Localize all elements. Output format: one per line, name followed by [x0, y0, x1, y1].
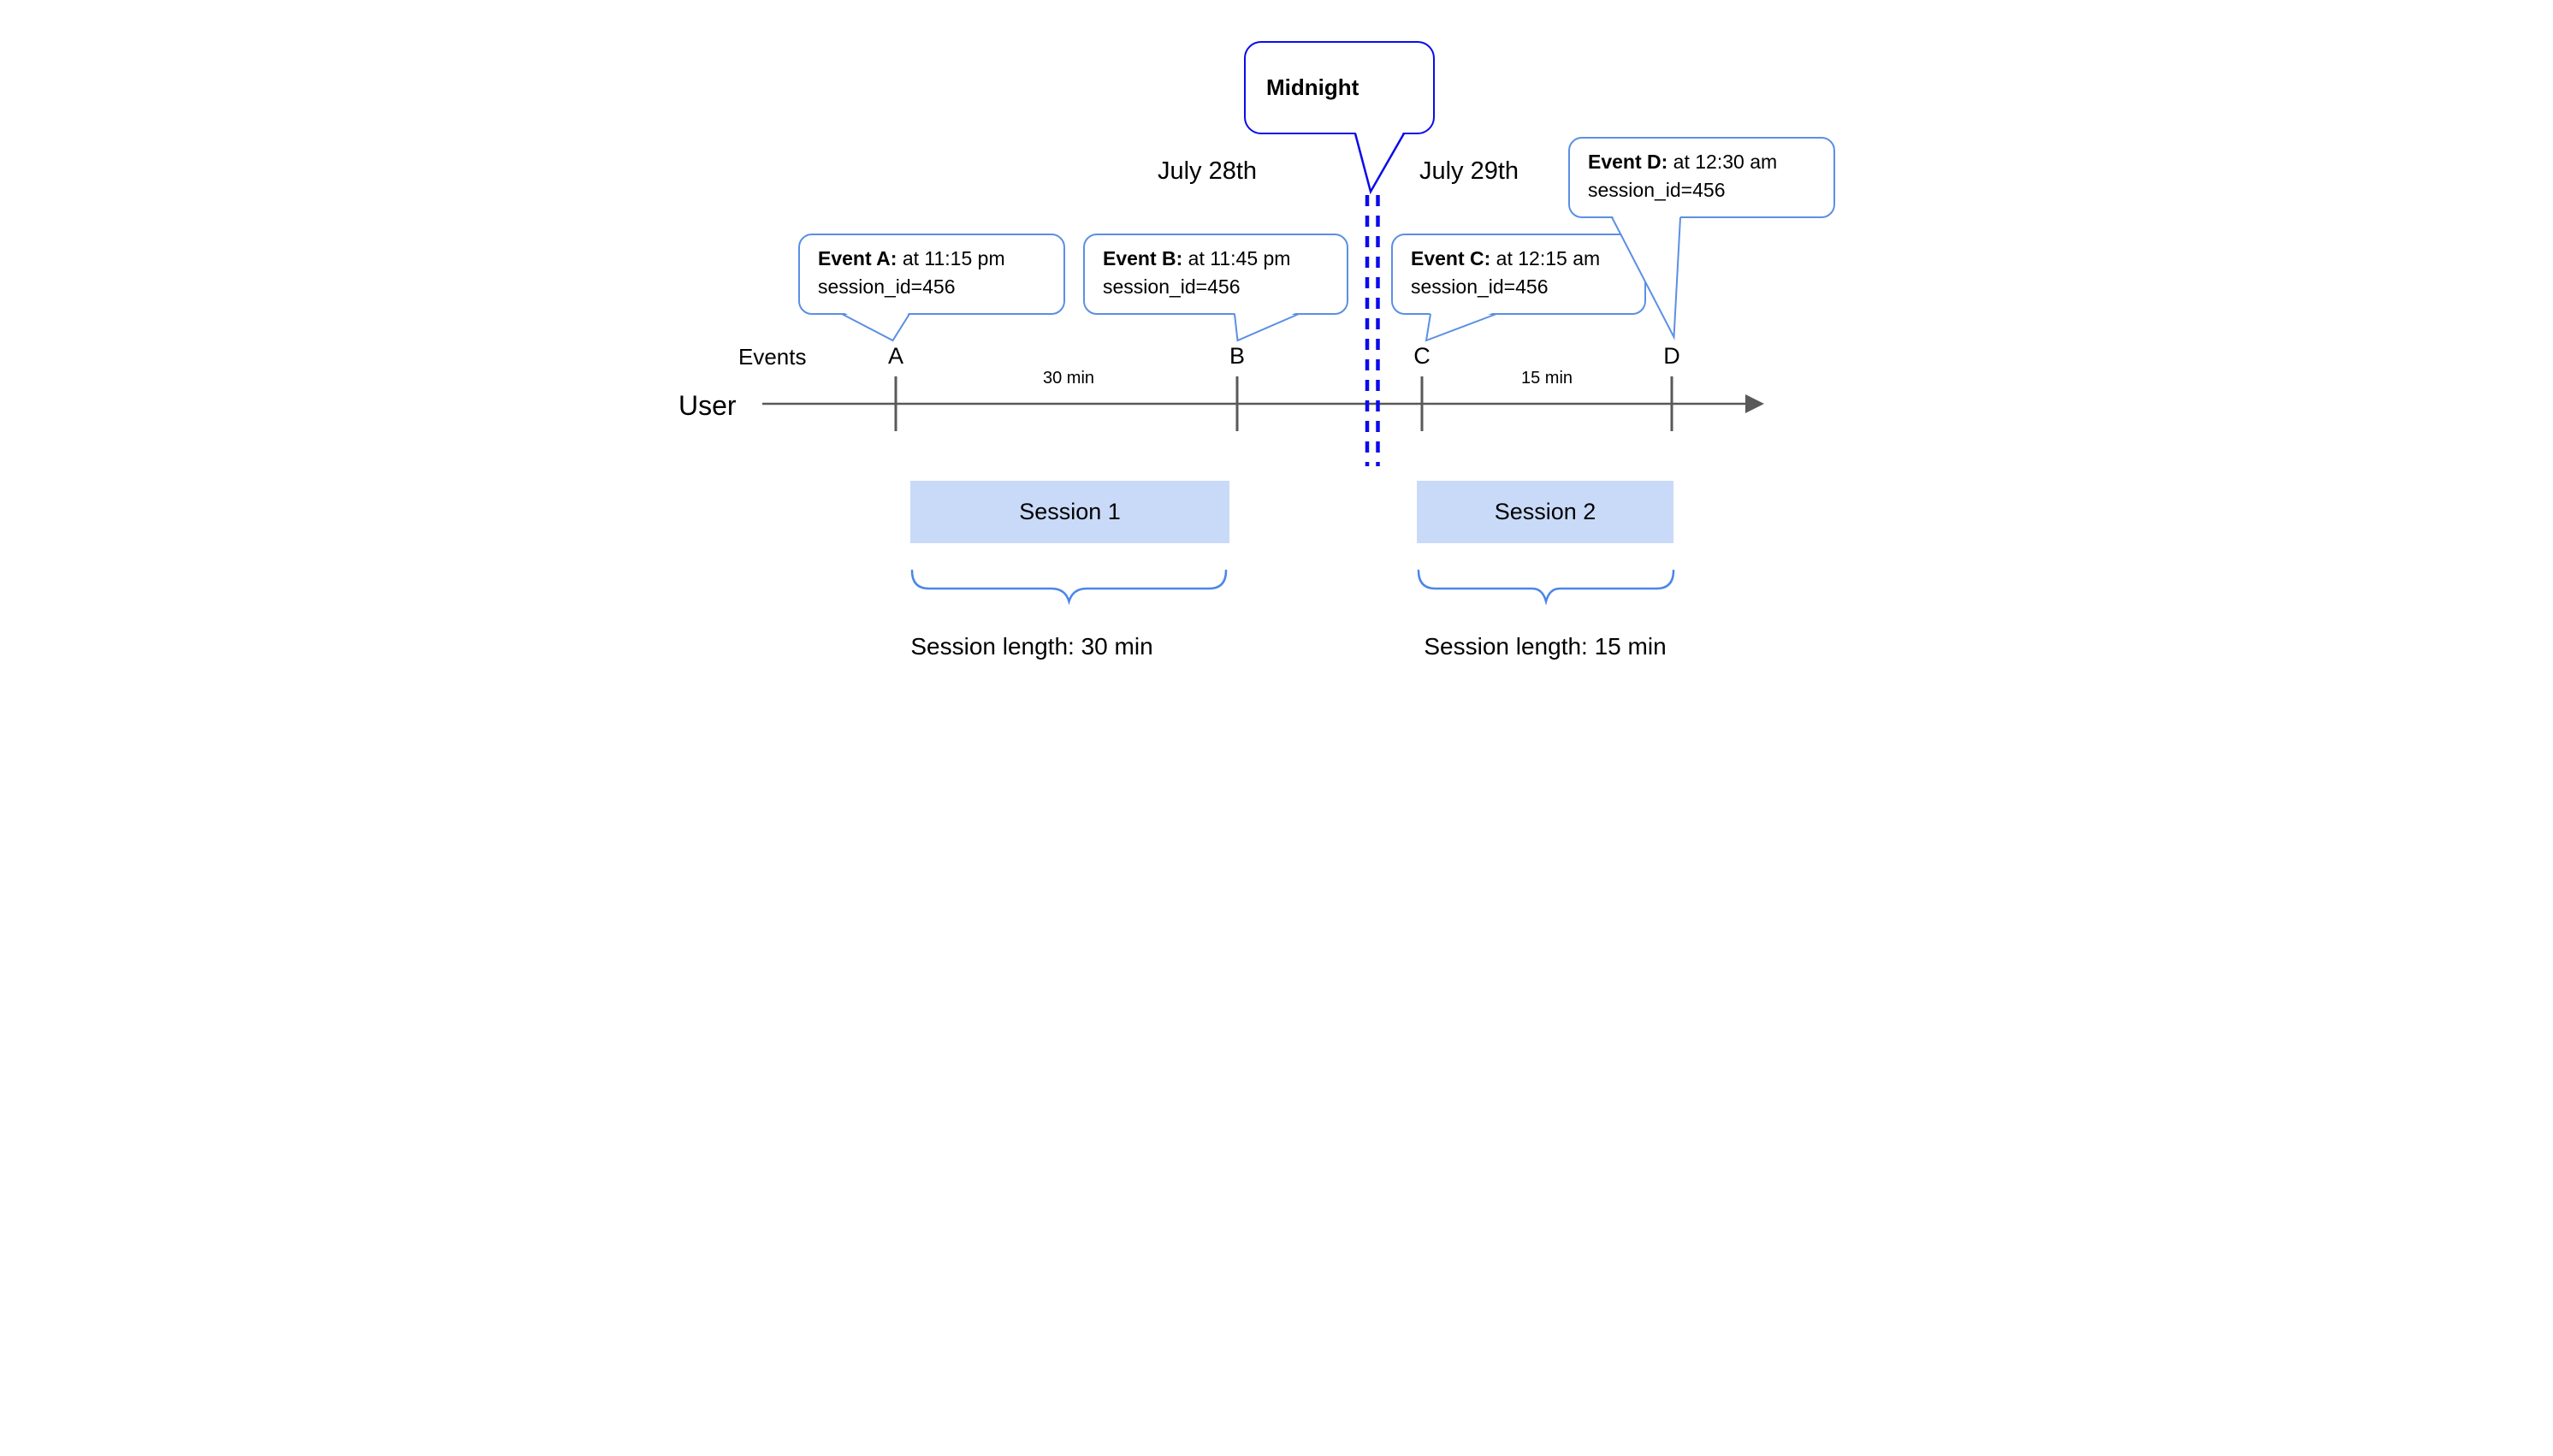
event-a-time: at 11:15 pm — [897, 247, 1005, 269]
session-1-label: Session 1 — [1019, 499, 1121, 524]
sessionization-diagram: July 28th July 29th Midnight Event A: at… — [638, 0, 1915, 728]
event-a-title: Event A: — [818, 247, 897, 269]
session-2-label: Session 2 — [1494, 499, 1596, 524]
event-b-session: session_id=456 — [1103, 275, 1241, 298]
event-d-line1: Event D: at 12:30 am — [1588, 148, 1833, 176]
event-a-line1: Event A: at 11:15 pm — [818, 245, 1063, 273]
event-c-tail-fill — [1426, 311, 1496, 340]
event-c-callout: Event C: at 12:15 am session_id=456 — [1391, 234, 1646, 315]
session-1-box: Session 1 — [910, 481, 1229, 543]
event-a-callout-tail — [841, 313, 910, 342]
tick-label-c: C — [1413, 343, 1431, 369]
tick-label-a: A — [887, 343, 903, 369]
session-2-box: Session 2 — [1417, 481, 1673, 543]
event-b-line1: Event B: at 11:45 pm — [1103, 245, 1347, 273]
interval-label-15min: 15 min — [1520, 369, 1573, 388]
session-2-length-caption: Session length: 15 min — [1424, 633, 1667, 660]
event-c-time: at 12:15 am — [1490, 247, 1601, 269]
event-b-tail-fill — [1235, 311, 1299, 340]
date-label-july-29: July 29th — [1419, 157, 1519, 185]
event-d-session: session_id=456 — [1588, 178, 1726, 201]
event-b-time: at 11:45 pm — [1182, 247, 1291, 269]
tick-label-d: D — [1663, 343, 1680, 369]
event-c-session: session_id=456 — [1411, 275, 1549, 298]
tick-label-b: B — [1229, 343, 1245, 369]
timeline-arrowhead-icon — [1745, 394, 1764, 413]
midnight-callout: Midnight — [1244, 41, 1435, 134]
midnight-callout-label: Midnight — [1266, 74, 1359, 100]
event-b-callout-tail — [1234, 313, 1300, 342]
user-axis-label: User — [678, 390, 737, 421]
events-axis-label: Events — [738, 344, 807, 370]
event-c-title: Event C: — [1411, 247, 1491, 269]
event-a-callout: Event A: at 11:15 pm session_id=456 — [798, 234, 1065, 315]
event-d-title: Event D: — [1588, 151, 1668, 173]
session-1-brace — [910, 569, 1228, 606]
date-label-july-28: July 28th — [1157, 157, 1258, 185]
event-a-session: session_id=456 — [818, 275, 956, 298]
interval-label-30min: 30 min — [1042, 369, 1095, 388]
event-c-line1: Event C: at 12:15 am — [1411, 245, 1644, 273]
event-d-time: at 12:30 am — [1667, 151, 1778, 173]
session-1-length-caption: Session length: 30 min — [910, 633, 1153, 660]
event-b-callout: Event B: at 11:45 pm session_id=456 — [1083, 234, 1348, 315]
session-2-brace — [1417, 569, 1675, 606]
event-b-title: Event B: — [1103, 247, 1183, 269]
event-a-tail-fill — [842, 311, 909, 340]
event-c-callout-tail — [1425, 313, 1497, 342]
event-d-callout: Event D: at 12:30 am session_id=456 — [1568, 137, 1835, 218]
